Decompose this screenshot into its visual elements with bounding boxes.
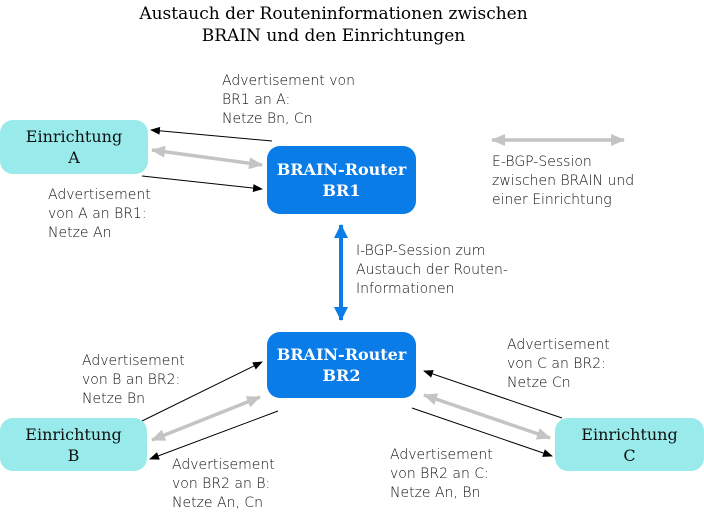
label-line: von C an BR2: [507,356,606,372]
label-line: Advertisement [172,457,275,473]
router-br1-id: BR1 [322,181,361,200]
label-c-to-br2: Advertisement von C an BR2: Netze Cn [507,336,610,393]
router-br2-id: BR2 [322,366,361,385]
label-line: I-BGP-Session zum [356,243,486,259]
label-a-to-br1: Advertisement von A an BR1: Netze An [48,186,151,243]
ebgp-arrow-b-br2 [151,395,261,442]
facility-b-label: Einrichtung [25,424,122,444]
label-line: Advertisement [82,353,185,369]
label-line: Netze An, Bn [390,485,481,501]
facility-b-node: Einrichtung B [0,418,147,471]
label-line: Advertisement [507,337,610,353]
label-line: Netze An [48,225,112,241]
facility-c-node: Einrichtung C [555,418,704,471]
label-line: Informationen [356,281,455,297]
label-line: Netze Bn [82,391,146,407]
label-ebgp-legend: E-BGP-Session zwischen BRAIN und einer E… [492,153,634,210]
label-line: Advertisement von [222,73,355,89]
facility-b-id: B [67,445,80,465]
router-br1-node: BRAIN-Router BR1 [267,146,416,214]
advert-arrow-br1-to-a [150,126,273,142]
facility-a-label: Einrichtung [25,127,123,146]
title-line-2: BRAIN und den Einrichtungen [201,26,466,46]
label-line: von BR2 an B: [172,476,271,492]
label-ibgp: I-BGP-Session zum Austauch der Routen- I… [356,242,508,299]
label-br1-to-a: Advertisement von BR1 an A: Netze Bn, Cn [222,72,355,129]
label-line: Austauch der Routen- [356,262,508,278]
label-b-to-br2: Advertisement von B an BR2: Netze Bn [82,352,185,409]
advert-arrow-br2-to-c [411,407,553,457]
label-line: von B an BR2: [82,372,181,388]
legend-line: einer Einrichtung [492,192,612,208]
advert-arrow-br2-to-b [149,410,279,460]
diagram-title: Austauch der Routeninformationen zwische… [0,3,667,47]
legend-line: zwischen BRAIN und [492,173,635,189]
label-br2-to-c: Advertisement von BR2 an C: Netze An, Bn [390,446,493,503]
label-line: Netze Bn, Cn [222,111,313,127]
router-br2-label: BRAIN-Router [276,345,407,364]
legend-line: E-BGP-Session [492,154,592,170]
label-line: von A an BR1: [48,206,147,222]
facility-c-id: C [623,445,636,465]
router-br1-label: BRAIN-Router [276,160,407,179]
label-line: Advertisement [390,447,493,463]
label-br2-to-b: Advertisement von BR2 an B: Netze An, Cn [172,456,275,513]
facility-a-id: A [68,148,80,167]
ebgp-arrow-br2-c [423,393,551,440]
ebgp-arrow-a-br1 [151,145,263,170]
label-line: von BR2 an C: [390,466,489,482]
label-line: BR1 an A: [222,92,291,108]
facility-a-node: Einrichtung A [0,120,148,174]
label-line: Netze An, Cn [172,495,263,511]
title-line-1: Austauch der Routeninformationen zwische… [139,4,528,24]
facility-c-label: Einrichtung [581,424,678,444]
router-br2-node: BRAIN-Router BR2 [267,332,416,398]
advert-arrow-a-to-br1 [141,175,263,193]
label-line: Netze Cn [507,375,571,391]
label-line: Advertisement [48,187,151,203]
